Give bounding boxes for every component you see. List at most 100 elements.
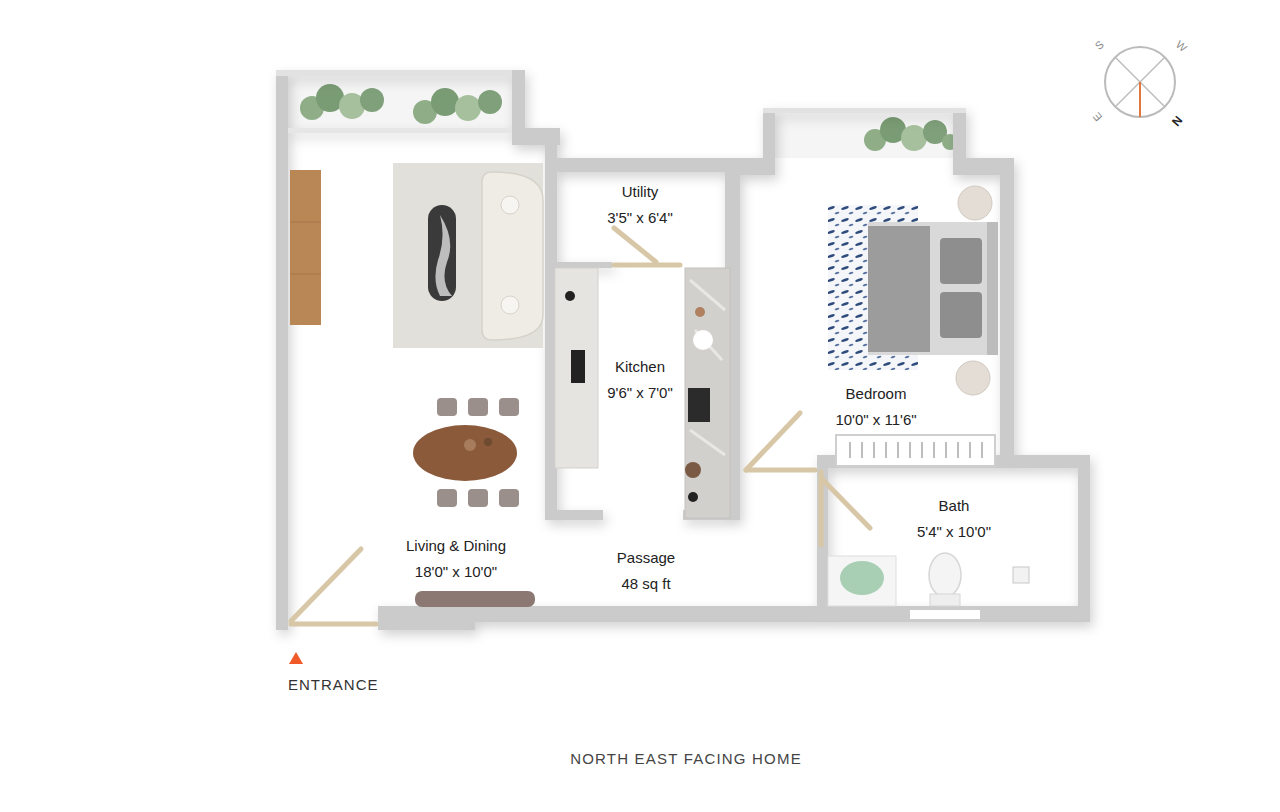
wall bbox=[378, 606, 475, 630]
door bbox=[746, 468, 815, 473]
wall bbox=[545, 158, 740, 172]
planter bbox=[455, 95, 481, 121]
window bbox=[910, 610, 980, 619]
chair bbox=[499, 489, 519, 507]
room-label: Kitchen9'6" x 7'0" bbox=[607, 354, 673, 406]
sofa bbox=[482, 172, 543, 340]
planter bbox=[431, 88, 459, 116]
kitchen-counter bbox=[555, 268, 730, 518]
kitchen-counter bbox=[685, 268, 730, 518]
headboard bbox=[987, 222, 998, 355]
bed bbox=[868, 222, 998, 355]
bath-fixture bbox=[828, 553, 1029, 606]
wall bbox=[276, 70, 525, 76]
coffee-table bbox=[428, 205, 456, 301]
bath-fixture bbox=[840, 561, 884, 595]
wall bbox=[1078, 455, 1090, 622]
compass bbox=[1139, 82, 1141, 117]
bath-fixture bbox=[929, 553, 961, 597]
coffee-table bbox=[435, 215, 452, 296]
wall bbox=[276, 70, 1090, 630]
kitchen-counter bbox=[690, 280, 725, 455]
door bbox=[746, 413, 800, 470]
cushion bbox=[501, 296, 519, 314]
room-name: Utility bbox=[607, 179, 673, 205]
room-label: Bedroom10'0" x 11'6" bbox=[835, 381, 916, 433]
room-label: Passage48 sq ft bbox=[617, 545, 675, 597]
room-dimension: 3'5" x 6'4" bbox=[607, 205, 673, 231]
kitchen-counter bbox=[685, 462, 701, 478]
wall bbox=[740, 158, 775, 175]
entrance-marker bbox=[289, 652, 303, 664]
chair bbox=[437, 398, 457, 416]
planter bbox=[288, 76, 512, 128]
living-furniture bbox=[290, 163, 543, 607]
table-decor bbox=[484, 438, 492, 446]
sideboard bbox=[290, 274, 321, 275]
door bbox=[614, 228, 656, 262]
kitchen-counter bbox=[688, 388, 710, 422]
wall bbox=[817, 468, 828, 608]
bedroom-furniture bbox=[828, 186, 998, 466]
kitchen-counter bbox=[555, 268, 598, 468]
wall bbox=[276, 70, 288, 630]
rug bbox=[393, 163, 543, 348]
nightstand bbox=[958, 186, 992, 220]
wall bbox=[557, 262, 612, 268]
kitchen-counter bbox=[688, 492, 698, 502]
bench bbox=[415, 591, 535, 607]
door bbox=[823, 480, 870, 528]
compass bbox=[1105, 47, 1175, 117]
door bbox=[614, 263, 680, 268]
pillow bbox=[940, 238, 982, 284]
kitchen-counter bbox=[571, 350, 585, 383]
planter bbox=[478, 90, 502, 114]
door bbox=[291, 228, 870, 624]
bath-fixture bbox=[930, 594, 960, 606]
bath-fixture bbox=[1013, 567, 1029, 583]
wall bbox=[288, 128, 512, 133]
kitchen-counter bbox=[565, 291, 575, 301]
room-name: Bath bbox=[917, 493, 991, 519]
room-dimension: 18'0" x 10'0" bbox=[406, 559, 506, 585]
room-dimension: 48 sq ft bbox=[617, 571, 675, 597]
door bbox=[291, 549, 361, 621]
planter bbox=[288, 76, 958, 158]
wall bbox=[1000, 158, 1014, 468]
compass bbox=[1105, 47, 1175, 117]
wall bbox=[378, 606, 1090, 622]
room-name: Bedroom bbox=[835, 381, 916, 407]
pillow bbox=[940, 292, 982, 338]
kitchen-counter bbox=[693, 330, 713, 350]
door bbox=[291, 622, 376, 627]
room-dimension: 5'4" x 10'0" bbox=[917, 519, 991, 545]
dining-table bbox=[413, 425, 517, 481]
chair bbox=[499, 398, 519, 416]
planter bbox=[360, 88, 384, 112]
compass-letter: W bbox=[1173, 39, 1189, 56]
compass-letter: S bbox=[1093, 39, 1107, 54]
room-label: Bath5'4" x 10'0" bbox=[917, 493, 991, 545]
room-dimension: 9'6" x 7'0" bbox=[607, 380, 673, 406]
planter bbox=[901, 125, 927, 151]
room-label: Utility3'5" x 6'4" bbox=[607, 179, 673, 231]
blanket bbox=[868, 226, 930, 352]
caption: NORTH EAST FACING HOME bbox=[570, 750, 802, 767]
kitchen-counter bbox=[695, 307, 705, 317]
room-name: Kitchen bbox=[607, 354, 673, 380]
chair bbox=[468, 489, 488, 507]
chair bbox=[437, 489, 457, 507]
compass-letter: E bbox=[1091, 110, 1106, 124]
room-dimension: 10'0" x 11'6" bbox=[835, 407, 916, 433]
sideboard bbox=[290, 170, 321, 325]
room-name: Living & Dining bbox=[406, 533, 506, 559]
room-label: Living & Dining18'0" x 10'0" bbox=[406, 533, 506, 585]
wall bbox=[545, 510, 603, 520]
chair bbox=[468, 398, 488, 416]
nightstand bbox=[956, 361, 990, 395]
table-decor bbox=[464, 439, 476, 451]
planter bbox=[775, 113, 953, 158]
